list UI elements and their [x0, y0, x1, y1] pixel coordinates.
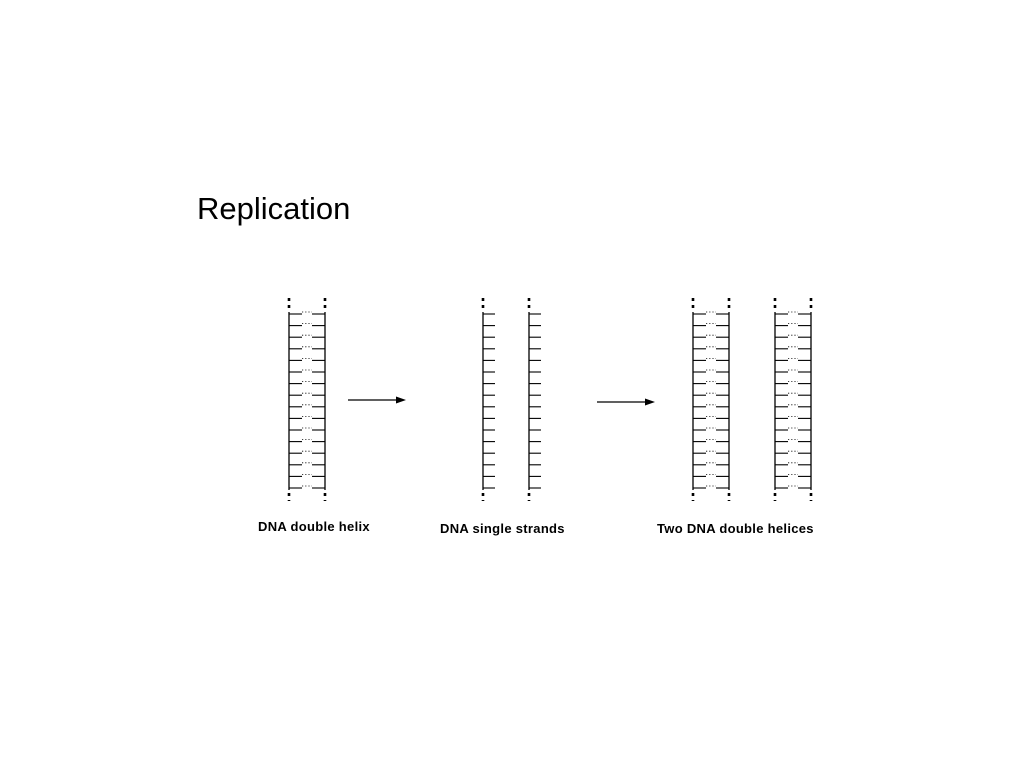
dna-double-helix-copy-a — [691, 298, 731, 501]
arrow-head — [396, 396, 406, 404]
caption-single-strands: DNA single strands — [440, 521, 565, 536]
caption-double-helix: DNA double helix — [258, 519, 370, 534]
slide-title: Replication — [197, 191, 351, 226]
dna-single-strands — [481, 298, 541, 501]
arrow-separation — [348, 396, 406, 404]
dna-double-helix-copy-b — [773, 298, 813, 501]
dna-double-helix — [287, 298, 327, 501]
caption-two-double-helices: Two DNA double helices — [657, 521, 814, 536]
arrow-head — [645, 398, 655, 406]
arrow-replication — [597, 398, 655, 406]
